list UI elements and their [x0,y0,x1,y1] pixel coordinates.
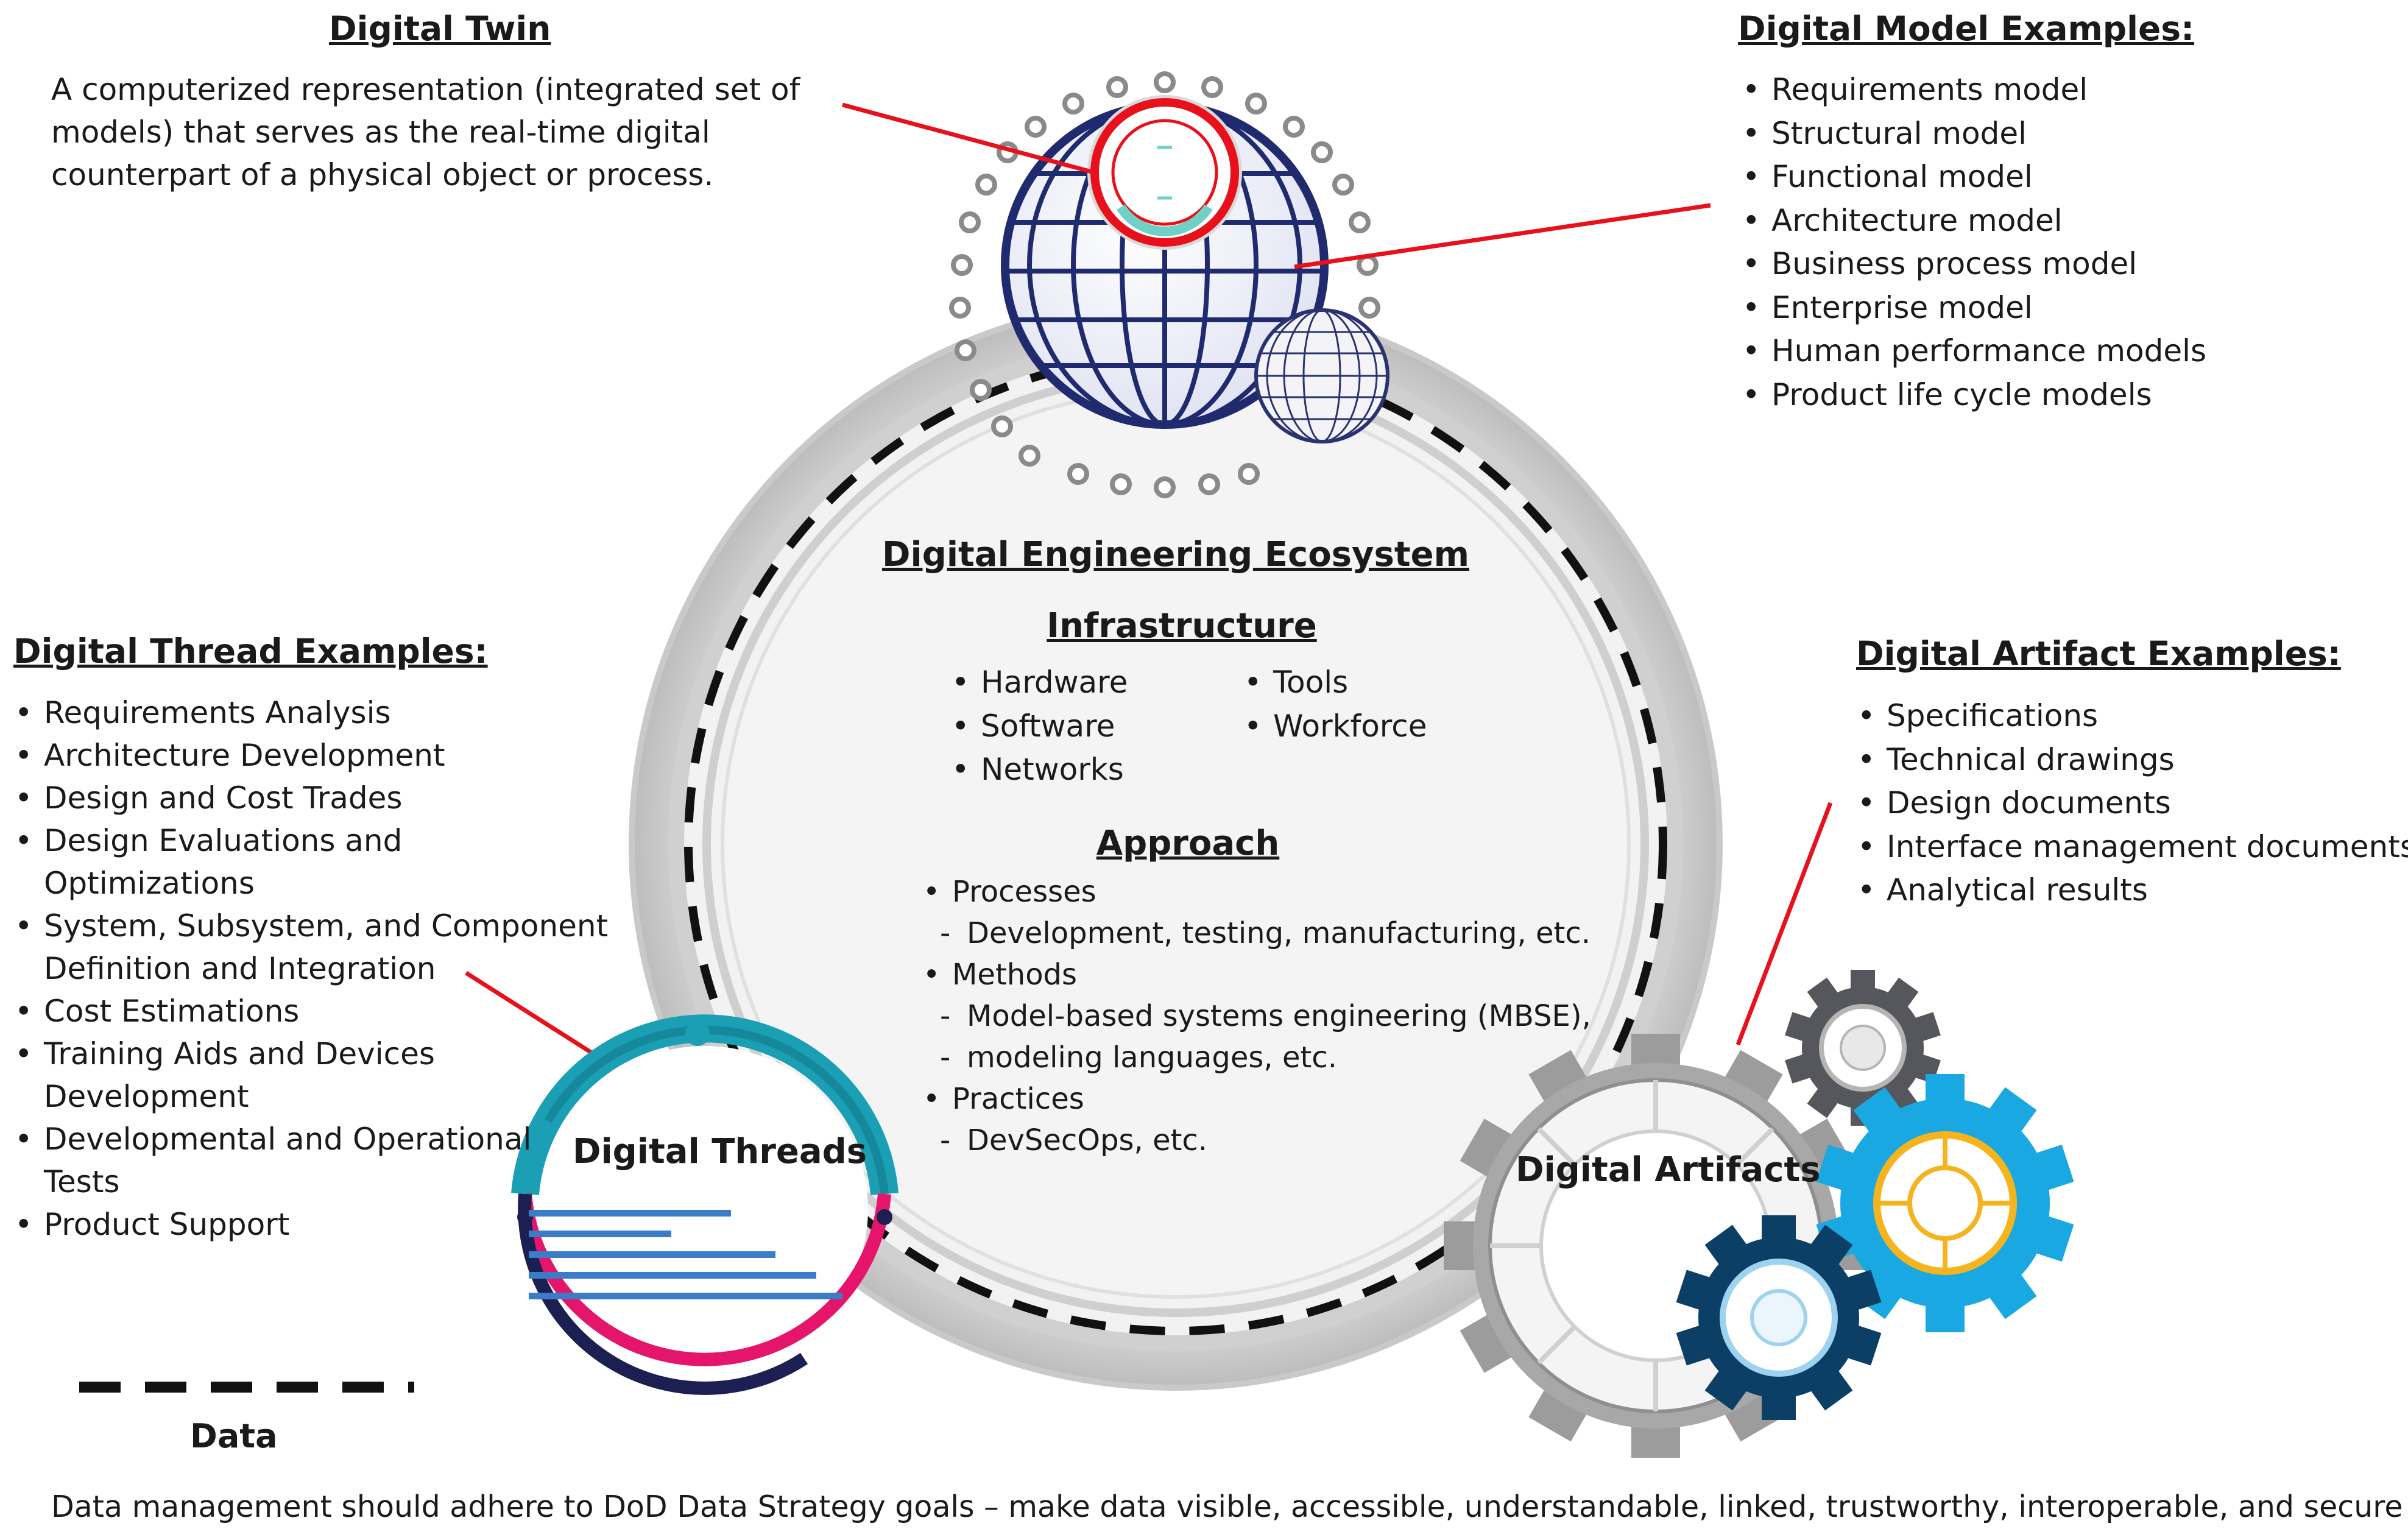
list-item: Requirements model [1741,68,2206,112]
digital-threads-label: Digital Threads [573,1132,867,1171]
approach-title: Approach [1096,824,1280,863]
approach-item: Methods [923,954,1591,995]
list-item: Business process model [1741,242,2206,286]
list-item: Interface management documents [1856,825,2408,869]
digital-artifacts-label: Digital Artifacts [1516,1150,1821,1190]
infrastructure-list-left: Hardware Software Networks [950,661,1128,792]
list-item: Product life cycle models [1741,373,2206,417]
ecosystem-title: Digital Engineering Ecosystem [882,535,1469,574]
digital-artifact-examples-list: Specifications Technical drawings Design… [1856,694,2408,913]
digital-thread-examples-title: Digital Thread Examples: [13,632,488,671]
list-item: Workforce [1243,705,1427,749]
list-item: Functional model [1741,155,2206,199]
digital-artifact-examples-title: Digital Artifact Examples: [1856,634,2341,673]
list-item: Cost Estimations [13,990,608,1033]
digital-model-examples-list: Requirements model Structural model Func… [1741,68,2206,417]
list-item: System, Subsystem, and ComponentDefiniti… [13,905,608,990]
infrastructure-title: Infrastructure [1047,606,1317,646]
list-item: Hardware [950,661,1128,705]
list-item: Architecture model [1741,199,2206,243]
legend-data-label: Data [190,1417,278,1455]
footer-note: Data management should adhere to DoD Dat… [51,1489,2403,1524]
digital-twin-description-line: A computerized representation (integrate… [51,72,800,107]
small-globe-icon [1254,308,1389,443]
approach-detail: DevSecOps, etc. [923,1120,1591,1161]
approach-list: Processes Development, testing, manufact… [923,871,1591,1161]
twin-highlight-ring [1087,95,1242,250]
list-item: Requirements Analysis [13,691,608,734]
digital-twin-description: A computerized representation (integrate… [51,68,861,196]
list-item: Enterprise model [1741,286,2206,330]
approach-detail: Model-based systems engineering (MBSE), [923,995,1591,1037]
list-item: Human performance models [1741,330,2206,373]
digital-twin-title: Digital Twin [329,9,551,48]
globe-icon [1001,101,1329,429]
list-item: Architecture Development [13,734,608,777]
list-item: Product Support [13,1203,608,1246]
list-item: Design and Cost Trades [13,777,608,819]
list-item: Software [950,705,1128,749]
approach-item: Processes [923,871,1591,913]
list-item: Tools [1243,661,1427,705]
digital-twin-description-line: models) that serves as the real-time dig… [51,115,710,150]
list-item: Networks [950,748,1128,792]
approach-item: Practices [923,1078,1591,1120]
list-item: Structural model [1741,112,2206,156]
digital-thread-examples-list: Requirements Analysis Architecture Devel… [13,691,608,1246]
digital-twin-description-line: counterpart of a physical object or proc… [51,157,714,192]
list-item: Specifications [1856,694,2408,738]
infrastructure-list-right: Tools Workforce [1243,661,1427,748]
digital-model-examples-title: Digital Model Examples: [1738,9,2195,48]
globe-dot-halo [949,71,1380,498]
list-item: Design documents [1856,782,2408,825]
list-item: Technical drawings [1856,738,2408,782]
approach-detail: modeling languages, etc. [923,1037,1591,1078]
list-item: Analytical results [1856,869,2408,913]
approach-detail: Development, testing, manufacturing, etc… [923,913,1591,954]
